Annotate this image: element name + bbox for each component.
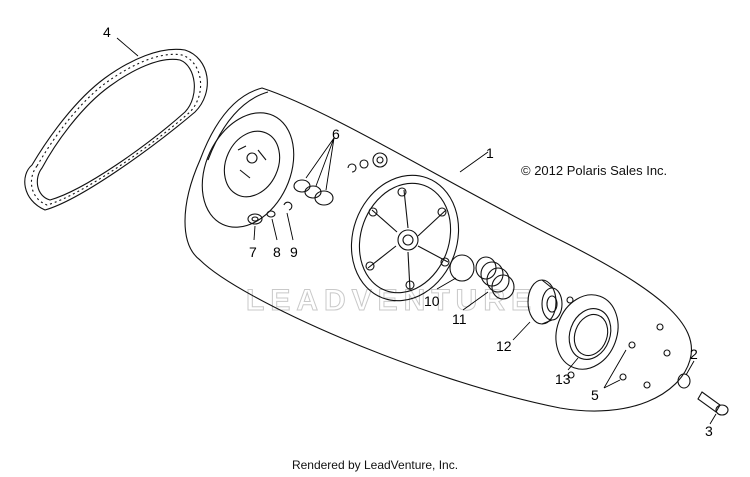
o-ring [449, 254, 475, 282]
callout-3: 3 [705, 423, 713, 439]
callout-4: 4 [103, 24, 111, 40]
callout-5: 5 [591, 387, 599, 403]
clutch-cover [184, 87, 692, 412]
small-hardware [247, 201, 293, 225]
ring-set [293, 152, 388, 206]
callout-6: 6 [332, 126, 340, 142]
bolt [697, 391, 729, 416]
callout-2: 2 [690, 346, 698, 362]
watermark-text: LEADVENTURE [246, 284, 537, 317]
callout-8: 8 [273, 244, 281, 260]
copyright-text: © 2012 Polaris Sales Inc. [521, 163, 668, 178]
seal-plate [555, 294, 619, 370]
callout-1: 1 [486, 145, 494, 161]
cover-screws [566, 296, 671, 389]
callout-12: 12 [496, 338, 512, 354]
callout-9: 9 [290, 244, 298, 260]
callout-7: 7 [249, 244, 257, 260]
sheave-face [201, 112, 295, 228]
callout-11: 11 [452, 311, 467, 327]
footer-credit: Rendered by LeadVenture, Inc. [291, 458, 459, 472]
bushing [527, 279, 563, 325]
callout-10: 10 [424, 293, 440, 309]
spring [475, 256, 515, 300]
callout-13: 13 [555, 371, 571, 387]
drive-belt [24, 48, 208, 211]
washer [677, 373, 691, 389]
spider-assembly [350, 174, 460, 302]
